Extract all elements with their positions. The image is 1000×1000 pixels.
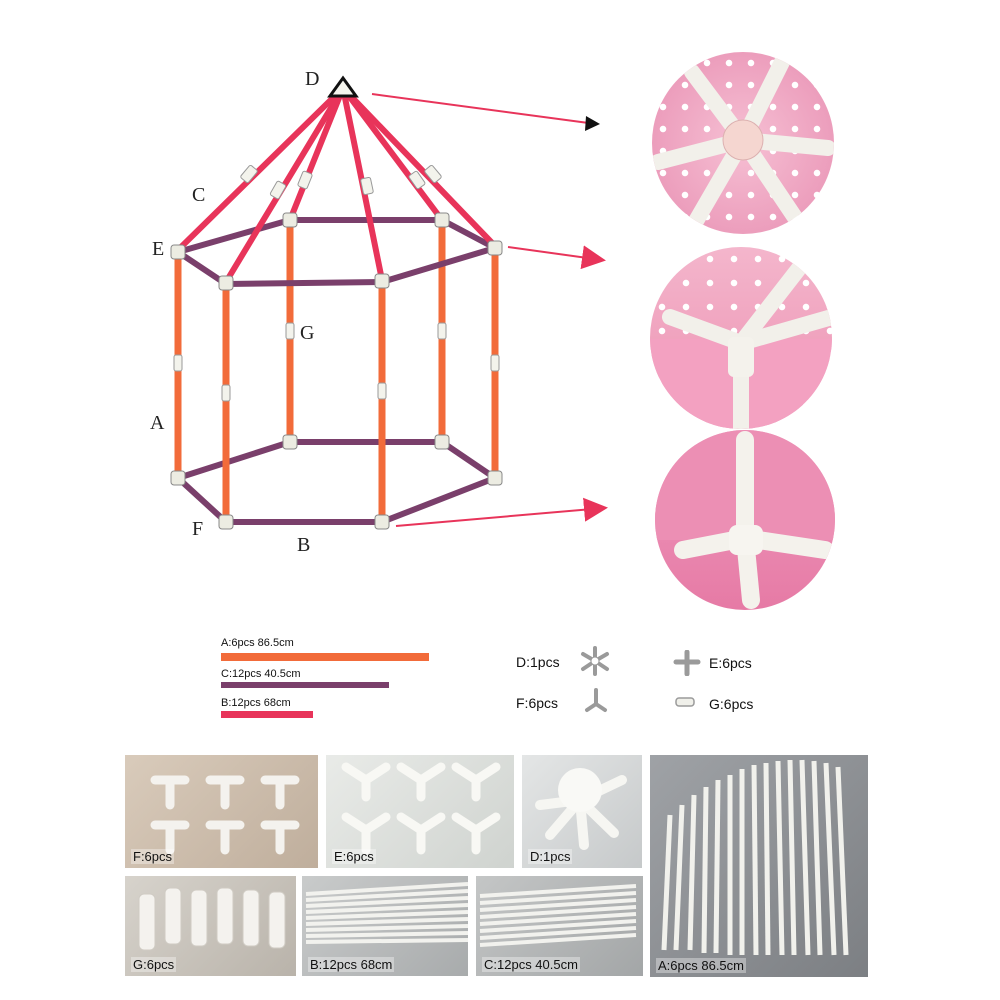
legend-c-text: C:12pcs 40.5cm — [221, 668, 300, 680]
f-connector-icon — [584, 688, 608, 714]
legend-a-text: A:6pcs 86.5cm — [221, 637, 294, 649]
apex-connector — [330, 78, 356, 96]
photo-g-caption: G:6pcs — [131, 957, 176, 972]
legend-d-text: D:1pcs — [516, 654, 560, 670]
label-a: A — [150, 412, 164, 435]
label-f: F — [192, 518, 203, 541]
arrow-top-head — [585, 116, 600, 131]
label-b: B — [297, 534, 310, 557]
legend-c-bar — [221, 682, 389, 688]
legend-b-bar — [221, 711, 313, 718]
legend-a-bar — [221, 653, 429, 661]
roof-rods — [178, 88, 495, 282]
legend-f-text: F:6pcs — [516, 695, 558, 711]
legend-b-text: B:12pcs 68cm — [221, 697, 291, 709]
arrow-bottom — [396, 508, 604, 526]
detail-photo-bottom — [655, 430, 835, 610]
photo-a-poles: A:6pcs 86.5cm — [650, 755, 868, 977]
arrow-middle — [508, 247, 602, 260]
d-connector-icon — [578, 646, 612, 676]
label-e: E — [152, 238, 164, 261]
photo-f-caption: F:6pcs — [131, 849, 174, 864]
vertical-poles — [178, 222, 495, 522]
photo-e-caption: E:6pcs — [332, 849, 376, 864]
photo-e-connectors: E:6pcs — [326, 755, 514, 868]
detail-photo-middle — [650, 247, 832, 429]
photo-b-caption: B:12pcs 68cm — [308, 957, 394, 972]
label-g: G — [300, 322, 314, 345]
label-d: D — [305, 68, 319, 91]
g-connector-icon — [675, 696, 695, 708]
legend-g-text: G:6pcs — [709, 696, 753, 712]
photo-d-connector: D:1pcs — [522, 755, 642, 868]
photo-a-caption: A:6pcs 86.5cm — [656, 958, 746, 973]
detail-photo-top — [652, 52, 834, 234]
photo-f-connectors: F:6pcs — [125, 755, 318, 868]
photo-c-rods: C:12pcs 40.5cm — [476, 876, 643, 976]
photo-b-rods: B:12pcs 68cm — [302, 876, 468, 976]
photo-d-caption: D:1pcs — [528, 849, 572, 864]
label-c: C — [192, 184, 205, 207]
legend-e-text: E:6pcs — [709, 655, 752, 671]
photo-c-caption: C:12pcs 40.5cm — [482, 957, 580, 972]
arrow-top — [372, 94, 596, 124]
e-connector-icon — [673, 650, 701, 676]
photo-g-sleeves: G:6pcs — [125, 876, 296, 976]
